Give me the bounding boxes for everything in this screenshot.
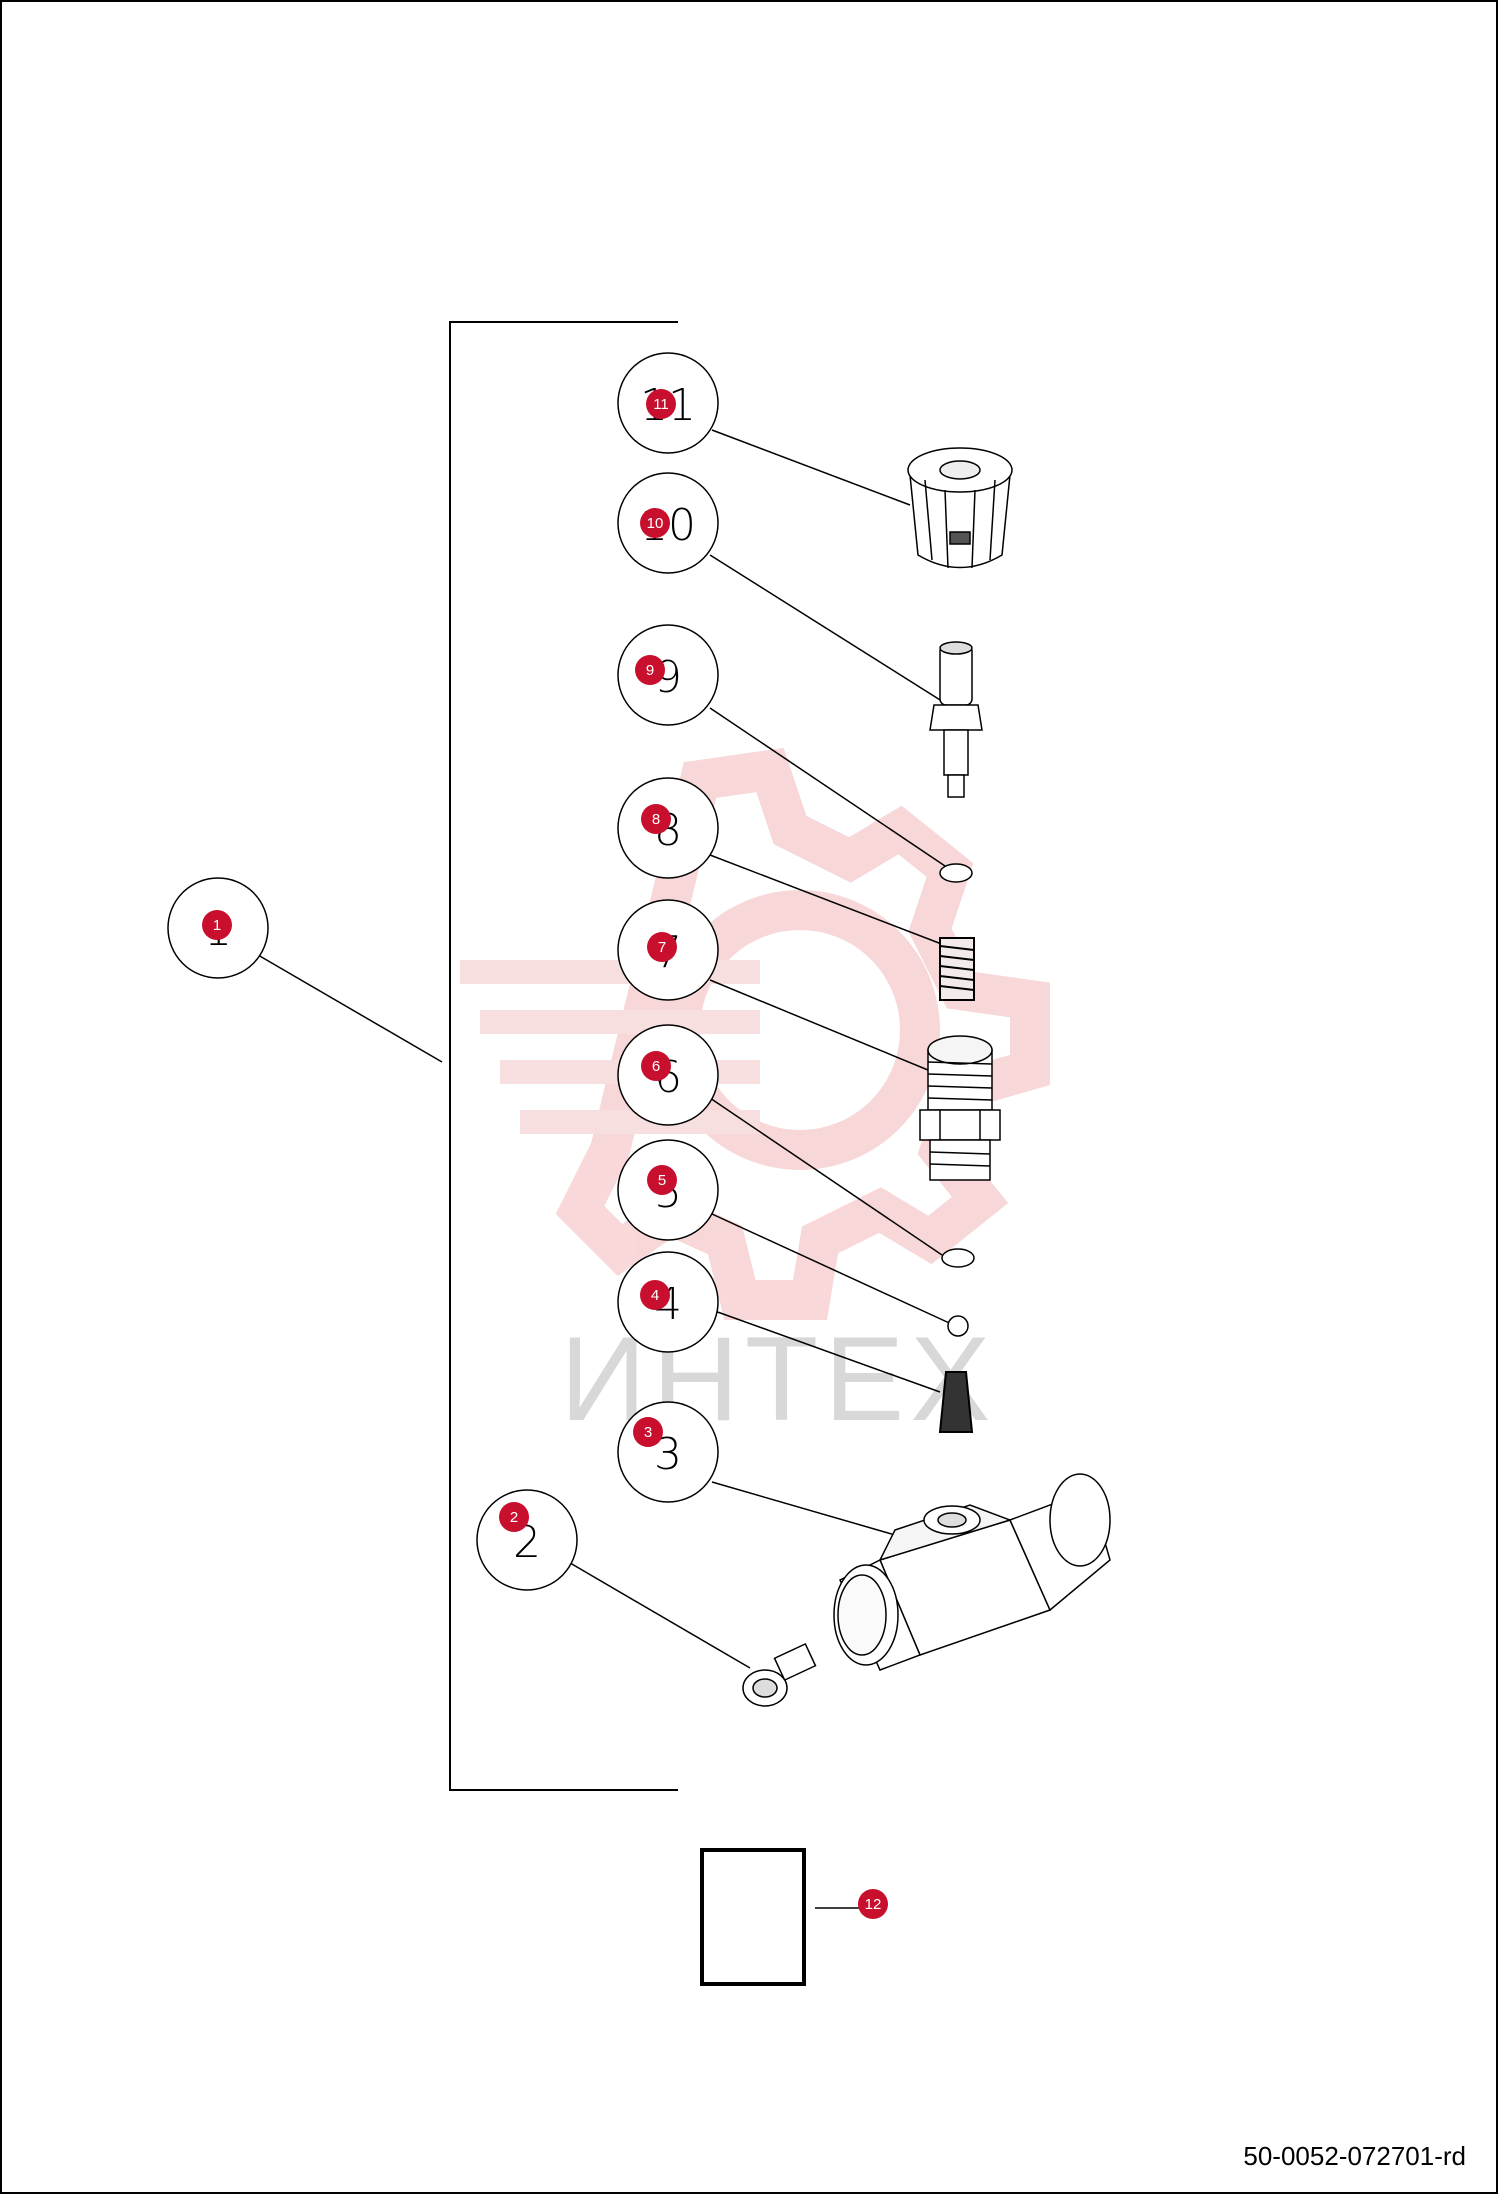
- svg-text:3: 3: [644, 1424, 652, 1441]
- svg-text:7: 7: [658, 939, 666, 956]
- callout-2: 2: [476, 1489, 578, 1591]
- drawing-code: 50-0052-072701-rd: [1243, 2141, 1466, 2171]
- callout-9: 9: [617, 624, 719, 726]
- part-7-valve-body: [919, 1035, 1001, 1181]
- badge-11: 11: [646, 389, 676, 419]
- badge-7: 7: [647, 932, 677, 962]
- leader-lines: [257, 429, 959, 1909]
- badge-12: 12: [858, 1889, 888, 1919]
- badge-8: 8: [641, 804, 671, 834]
- part-12-box: [700, 1848, 806, 1986]
- badge-2: 2: [499, 1502, 529, 1532]
- part-8-spring: [939, 937, 975, 1001]
- badge-1: 1: [202, 910, 232, 940]
- part-4-spring: [938, 1371, 974, 1433]
- svg-text:4: 4: [651, 1287, 659, 1304]
- badge-4: 4: [640, 1280, 670, 1310]
- svg-text:6: 6: [652, 1058, 660, 1075]
- svg-text:9: 9: [646, 662, 654, 679]
- part-5-ball: [947, 1315, 969, 1337]
- assembly-bracket: [449, 321, 678, 1791]
- svg-text:8: 8: [652, 811, 660, 828]
- part-11-cap-nut: [907, 447, 1013, 569]
- svg-text:1: 1: [213, 917, 221, 934]
- svg-text:11: 11: [653, 396, 669, 413]
- part-10-hose-barb: [929, 641, 983, 798]
- badge-5: 5: [647, 1165, 677, 1195]
- badge-10: 10: [640, 508, 670, 538]
- watermark-gear-logo: [460, 747, 1050, 1320]
- part-3-tee-body: [833, 1473, 1111, 1671]
- svg-text:5: 5: [658, 1172, 666, 1189]
- svg-text:12: 12: [865, 1896, 882, 1913]
- svg-text:2: 2: [510, 1509, 518, 1526]
- badge-3: 3: [633, 1417, 663, 1447]
- svg-text:10: 10: [647, 515, 664, 532]
- badge-9: 9: [635, 655, 665, 685]
- callout-3: 3: [617, 1401, 719, 1503]
- part-2-screw: [742, 1642, 817, 1707]
- badge-6: 6: [641, 1051, 671, 1081]
- part-6-o-ring: [941, 1248, 975, 1268]
- part-9-o-ring: [939, 863, 973, 883]
